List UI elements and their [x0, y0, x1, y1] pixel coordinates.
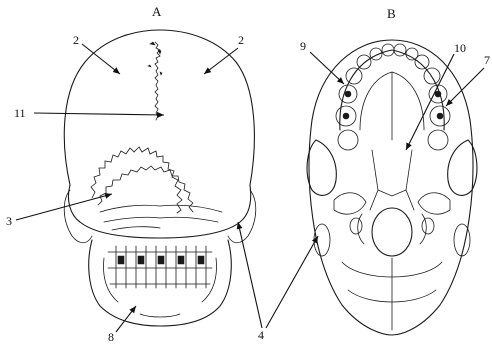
label-2-left: 2 [73, 33, 79, 47]
arrow-3 [16, 194, 112, 220]
mandible-outline [89, 240, 232, 326]
vomer-pterygoid [370, 150, 414, 210]
arrow-11 [34, 113, 164, 115]
teeth-posterior [108, 246, 212, 288]
panel-label-b: B [387, 6, 396, 21]
label-11: 11 [14, 106, 26, 120]
occipital-condyles [358, 214, 427, 244]
petrous-right [418, 193, 450, 214]
arrow-4-right [266, 236, 318, 328]
palate [360, 72, 424, 140]
foramen-magnum [372, 208, 412, 256]
label-3: 3 [6, 214, 12, 228]
label-4: 4 [258, 328, 264, 342]
petrous-left [334, 193, 366, 214]
suture-dots [148, 42, 162, 75]
mandible-inner [104, 258, 217, 317]
lambdoid-suture [91, 147, 182, 213]
zygomatic-arch-left [307, 140, 336, 195]
arrow-2-right [204, 48, 238, 74]
label-10: 10 [454, 41, 466, 55]
panel-label-a: A [152, 4, 162, 19]
label-9: 9 [300, 39, 306, 53]
label-7: 7 [484, 53, 490, 67]
occipital-lower-contour [68, 185, 250, 238]
skull-inferior-view [307, 40, 477, 335]
label-8: 8 [108, 330, 114, 344]
skull-posterior-view [64, 30, 256, 326]
arrow-4-left [238, 222, 262, 328]
mastoid-right [228, 190, 256, 243]
occipital-ridges [100, 205, 222, 230]
sagittal-suture [155, 42, 160, 120]
label-2-right: 2 [238, 33, 244, 47]
